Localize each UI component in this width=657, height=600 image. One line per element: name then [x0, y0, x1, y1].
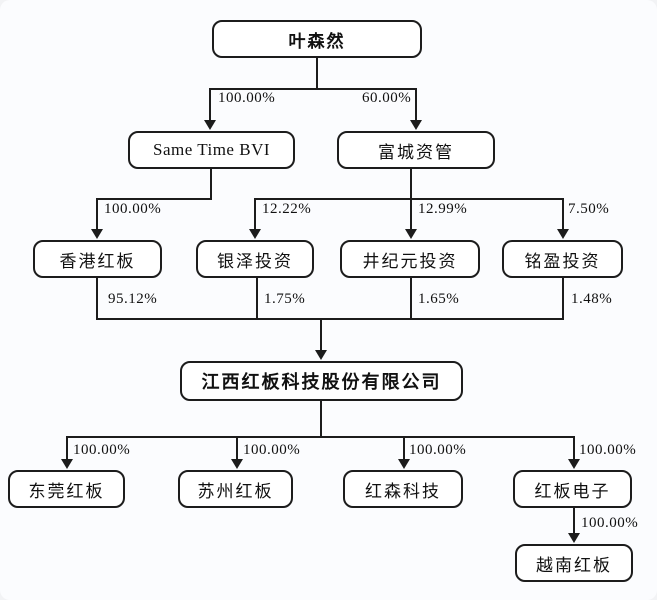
connector-line — [96, 318, 564, 320]
connector-line — [573, 436, 575, 461]
arrowhead — [91, 229, 103, 239]
connector-line — [415, 88, 417, 122]
node-jingjiyuan-investment: 井纪元投资 — [340, 240, 480, 278]
node-jiangxi-hongban-company: 江西红板科技股份有限公司 — [180, 361, 463, 401]
connector-line — [66, 436, 68, 461]
node-hongsen-tech: 红森科技 — [343, 470, 463, 508]
ownership-percentage-label: 1.65% — [418, 291, 460, 307]
connector-line — [410, 169, 412, 231]
connector-line — [254, 198, 564, 200]
connector-line — [96, 277, 98, 320]
arrowhead — [249, 229, 261, 239]
connector-line — [236, 436, 238, 461]
connector-line — [254, 198, 256, 231]
connector-line — [96, 198, 212, 200]
node-same-time-bvi: Same Time BVI — [128, 131, 295, 169]
connector-line — [320, 318, 322, 352]
connector-line — [573, 508, 575, 535]
ownership-percentage-label: 60.00% — [362, 90, 412, 106]
arrowhead — [231, 459, 243, 469]
connector-line — [210, 169, 212, 200]
arrowhead — [568, 533, 580, 543]
ownership-percentage-label: 100.00% — [579, 442, 637, 458]
ownership-percentage-label: 100.00% — [409, 442, 467, 458]
connector-line — [403, 436, 405, 461]
connector-line — [209, 88, 211, 122]
connector-line — [562, 198, 564, 231]
ownership-percentage-label: 100.00% — [104, 201, 162, 217]
ownership-percentage-label: 100.00% — [243, 442, 301, 458]
ownership-percentage-label: 95.12% — [108, 291, 158, 307]
node-ye-senran: 叶森然 — [212, 20, 422, 58]
arrowhead — [405, 229, 417, 239]
node-yinze-investment: 银泽投资 — [196, 240, 314, 278]
arrowhead — [568, 459, 580, 469]
arrowhead — [398, 459, 410, 469]
node-vietnam-hongban: 越南红板 — [515, 544, 633, 582]
ownership-percentage-label: 12.22% — [262, 201, 312, 217]
ownership-percentage-label: 1.75% — [264, 291, 306, 307]
arrowhead — [61, 459, 73, 469]
node-fucheng-ziguan: 富城资管 — [337, 131, 495, 169]
node-suzhou-hongban: 苏州红板 — [178, 470, 293, 508]
arrowhead — [410, 120, 422, 130]
connector-line — [320, 401, 322, 438]
node-mingying-investment: 铭盈投资 — [502, 240, 623, 278]
connector-line — [256, 277, 258, 320]
ownership-percentage-label: 7.50% — [568, 201, 610, 217]
connector-line — [209, 88, 417, 90]
ownership-percentage-label: 100.00% — [218, 90, 276, 106]
connector-line — [316, 58, 318, 90]
node-hongban-electronics: 红板电子 — [513, 470, 632, 508]
connector-line — [96, 198, 98, 231]
connector-line — [66, 436, 575, 438]
ownership-percentage-label: 1.48% — [571, 291, 613, 307]
node-dongguan-hongban: 东莞红板 — [8, 470, 125, 508]
node-hongkong-hongban: 香港红板 — [33, 240, 162, 278]
arrowhead — [557, 229, 569, 239]
ownership-percentage-label: 100.00% — [73, 442, 131, 458]
connector-line — [410, 277, 412, 320]
connector-line — [562, 277, 564, 320]
ownership-percentage-label: 100.00% — [581, 515, 639, 531]
arrowhead — [315, 350, 327, 360]
ownership-percentage-label: 12.99% — [418, 201, 468, 217]
arrowhead — [204, 120, 216, 130]
